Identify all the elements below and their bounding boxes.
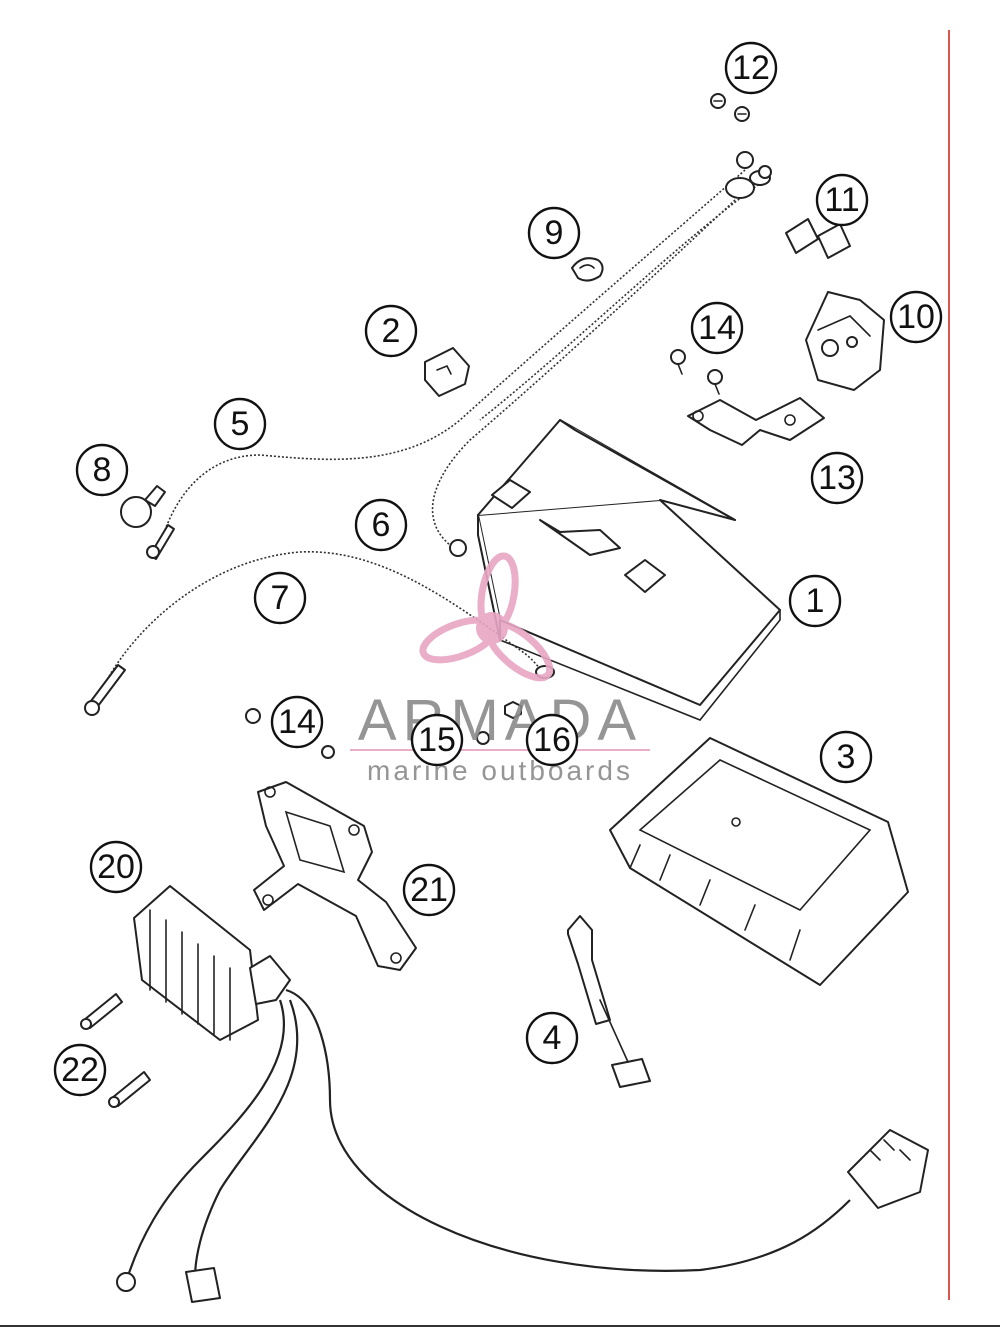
watermark-brand: ARMADA: [358, 688, 642, 753]
bracket-21: [253, 781, 417, 971]
cable-5: [146, 151, 754, 560]
fuses-11: [785, 218, 851, 259]
callout-13: 13: [810, 451, 864, 505]
svg-text:15: 15: [418, 721, 456, 759]
callout-4: 4: [525, 1011, 579, 1065]
callout-8: 8: [75, 443, 129, 497]
regulator-20: [133, 885, 291, 1041]
svg-text:5: 5: [231, 405, 250, 443]
svg-text:13: 13: [818, 459, 856, 497]
callout-20: 20: [89, 840, 143, 894]
callout-1: 1: [788, 574, 842, 628]
screws-12: [710, 93, 750, 122]
callout-15: 15: [410, 713, 464, 767]
watermark-tagline: marine outboards: [367, 755, 633, 786]
svg-text:12: 12: [732, 49, 770, 87]
bolts-22: [80, 993, 151, 1108]
plug-2: [424, 347, 470, 397]
svg-text:10: 10: [897, 298, 935, 336]
svg-text:2: 2: [382, 312, 401, 350]
svg-text:3: 3: [837, 738, 856, 776]
svg-text:22: 22: [61, 1051, 99, 1089]
svg-text:14: 14: [698, 309, 736, 347]
callout-16: 16: [525, 713, 579, 767]
svg-text:20: 20: [97, 848, 135, 886]
battery-tray-3: [609, 737, 909, 986]
callout-7: 7: [253, 571, 307, 625]
svg-text:9: 9: [545, 214, 564, 252]
svg-text:16: 16: [533, 721, 571, 759]
svg-text:21: 21: [410, 871, 448, 909]
svg-text:14: 14: [278, 703, 316, 741]
callout-22: 22: [53, 1043, 107, 1097]
screws-14-15-16: [245, 701, 522, 759]
cable-6: [431, 165, 772, 557]
callout-5: 5: [213, 397, 267, 451]
bracket-13: [687, 397, 825, 446]
strap-4: [567, 915, 651, 1088]
svg-text:8: 8: [93, 451, 112, 489]
callout-12: 12: [724, 41, 778, 95]
screws-14-top: [670, 349, 723, 395]
cap-8: [120, 485, 166, 528]
svg-text:7: 7: [271, 579, 290, 617]
svg-text:4: 4: [543, 1019, 562, 1057]
svg-text:6: 6: [372, 506, 391, 544]
callout-2: 2: [364, 304, 418, 358]
callout-9: 9: [527, 206, 581, 260]
callout-10: 10: [889, 290, 943, 344]
svg-text:11: 11: [824, 181, 859, 219]
callout-14-top: 14: [690, 301, 744, 355]
callout-6: 6: [354, 498, 408, 552]
watermark: ARMADA marine outboards: [350, 552, 650, 786]
callout-3: 3: [819, 730, 873, 784]
starter-relay-10: [805, 291, 885, 391]
propeller-logo-icon: [419, 552, 554, 682]
callout-11: 11: [815, 173, 869, 227]
svg-text:1: 1: [806, 582, 825, 620]
clip-9: [571, 257, 604, 282]
callout-21: 21: [402, 863, 456, 917]
callout-14-middle: 14: [270, 695, 324, 749]
battery-1: [477, 419, 781, 721]
wiring-harness: [116, 988, 929, 1303]
